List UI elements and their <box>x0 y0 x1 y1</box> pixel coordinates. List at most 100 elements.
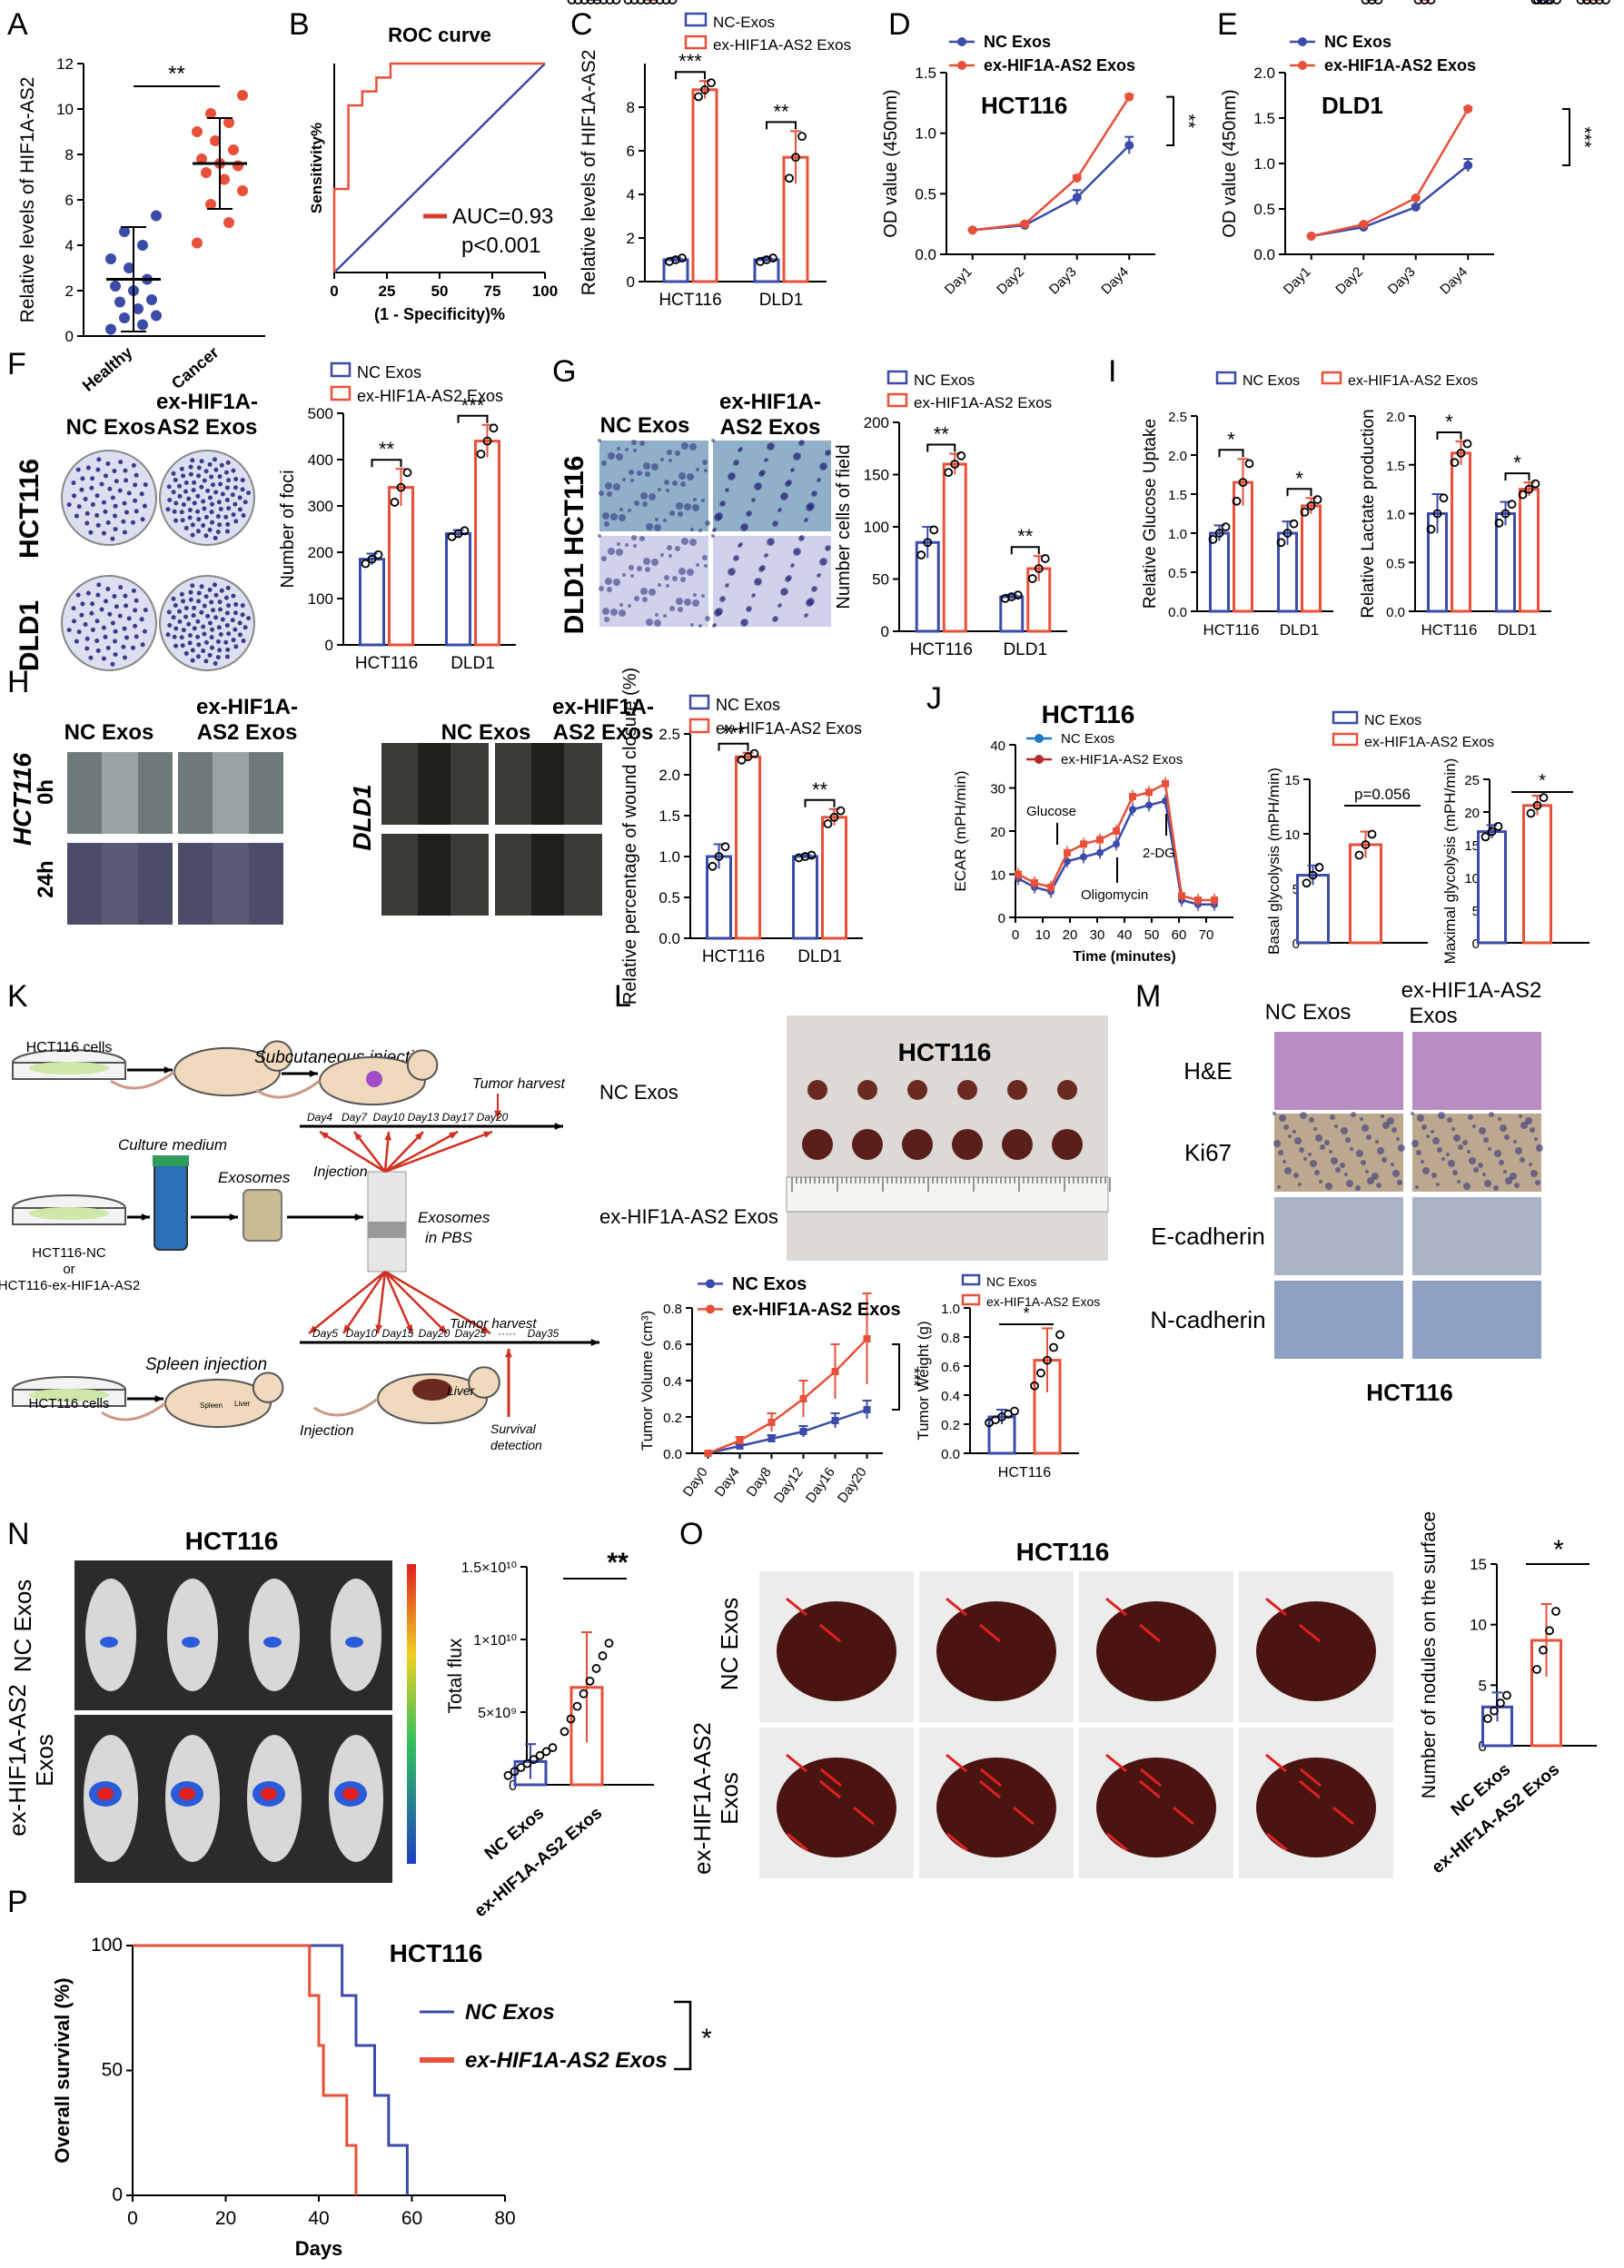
texture <box>805 613 808 617</box>
arrow <box>384 1130 459 1174</box>
data-point <box>133 303 144 314</box>
texture <box>663 614 667 618</box>
y-tick-label: 4 <box>65 237 74 254</box>
y-axis-label: OD value (450nm) <box>881 89 901 237</box>
colony <box>133 498 138 503</box>
texture <box>760 565 766 570</box>
y-tick-label: 2.0 <box>1386 410 1405 425</box>
label: or <box>63 1262 74 1277</box>
colony <box>103 509 108 514</box>
colony <box>94 493 100 499</box>
texture <box>1457 1180 1461 1184</box>
arrowhead <box>414 1132 423 1141</box>
data-marker <box>863 1406 871 1413</box>
colony <box>183 480 189 486</box>
texture <box>1525 1117 1532 1124</box>
texture <box>678 511 683 517</box>
legend-entry: ex-HIF1A-AS2 Exos <box>713 36 851 54</box>
arrow <box>384 1271 448 1334</box>
texture <box>1411 1112 1414 1115</box>
cells <box>29 1389 109 1401</box>
data-point <box>119 312 130 323</box>
arrowhead <box>309 1325 318 1333</box>
texture <box>716 512 723 520</box>
colony <box>134 509 139 514</box>
data-point <box>642 0 652 5</box>
texture <box>629 565 634 570</box>
x-tick-label: HCT116 <box>1421 621 1477 639</box>
texture <box>773 616 778 621</box>
data-point <box>1276 538 1286 548</box>
colony <box>233 519 239 524</box>
y-tick-label: 8 <box>627 99 635 116</box>
texture <box>741 619 748 626</box>
texture <box>678 568 686 575</box>
data-point <box>192 237 203 249</box>
y-tick-label: 40 <box>990 738 1005 754</box>
legend-marker <box>706 1279 715 1289</box>
x-tick-label: 30 <box>1090 927 1105 943</box>
texture <box>608 452 615 460</box>
mouse-tail <box>101 1401 166 1421</box>
colony <box>188 597 193 602</box>
data-point <box>1545 1626 1554 1636</box>
colony <box>123 593 128 599</box>
bar <box>359 558 385 647</box>
data-point <box>151 310 162 322</box>
texture <box>812 586 817 591</box>
y-tick-label: 0 <box>112 2184 123 2205</box>
data-point <box>579 1689 589 1699</box>
significance-label: ** <box>812 778 828 801</box>
y-tick-label: 10 <box>1284 827 1300 843</box>
significance-label: ** <box>1017 525 1034 548</box>
y-tick-label: 20 <box>990 825 1005 840</box>
colony <box>220 617 225 622</box>
texture <box>747 606 752 611</box>
colony <box>243 625 248 630</box>
texture <box>1493 1185 1499 1191</box>
data-point <box>591 1664 601 1673</box>
texture <box>607 491 612 497</box>
colony <box>183 606 189 611</box>
colony <box>190 458 195 463</box>
colony <box>215 514 221 520</box>
data-point <box>1214 529 1224 538</box>
series-line <box>708 1408 867 1455</box>
transwell-image <box>598 534 710 628</box>
y-tick-label: 1.5×10¹⁰ <box>461 1560 517 1576</box>
y-tick-label: 0.8 <box>941 1331 960 1346</box>
panel-label-F: F <box>7 347 26 381</box>
data-point <box>1540 0 1549 5</box>
texture <box>1340 1163 1345 1168</box>
colony <box>167 622 173 628</box>
bar <box>1522 804 1552 945</box>
colony <box>190 532 195 538</box>
texture <box>1376 1183 1381 1188</box>
x-axis-label: Time (minutes) <box>1073 949 1176 965</box>
data-point <box>623 0 633 5</box>
tumor <box>957 1080 977 1100</box>
nodule-arrow <box>1266 1832 1288 1852</box>
data-point <box>1244 459 1254 469</box>
texture <box>678 607 683 612</box>
colony <box>112 594 117 599</box>
texture <box>625 543 629 547</box>
y-tick-label: 100 <box>308 590 333 608</box>
legend-entry: NC Exos <box>465 2000 555 2025</box>
tumor <box>952 1129 983 1160</box>
colony <box>114 604 119 609</box>
photo-title: HCT116 <box>898 1038 992 1066</box>
y-tick-label: 0.4 <box>941 1389 960 1404</box>
y-tick-label: 25 <box>1464 773 1480 788</box>
y-tick-label: 50 <box>102 2060 123 2081</box>
annotation: p<0.001 <box>461 233 540 258</box>
label: Injection <box>313 1164 368 1180</box>
texture <box>616 549 623 556</box>
data-point <box>1480 832 1490 842</box>
colony <box>95 648 101 653</box>
data-point <box>1282 529 1292 538</box>
data-point <box>1493 821 1503 831</box>
texture <box>664 480 669 485</box>
timeline-day: Day15 <box>382 1327 414 1340</box>
